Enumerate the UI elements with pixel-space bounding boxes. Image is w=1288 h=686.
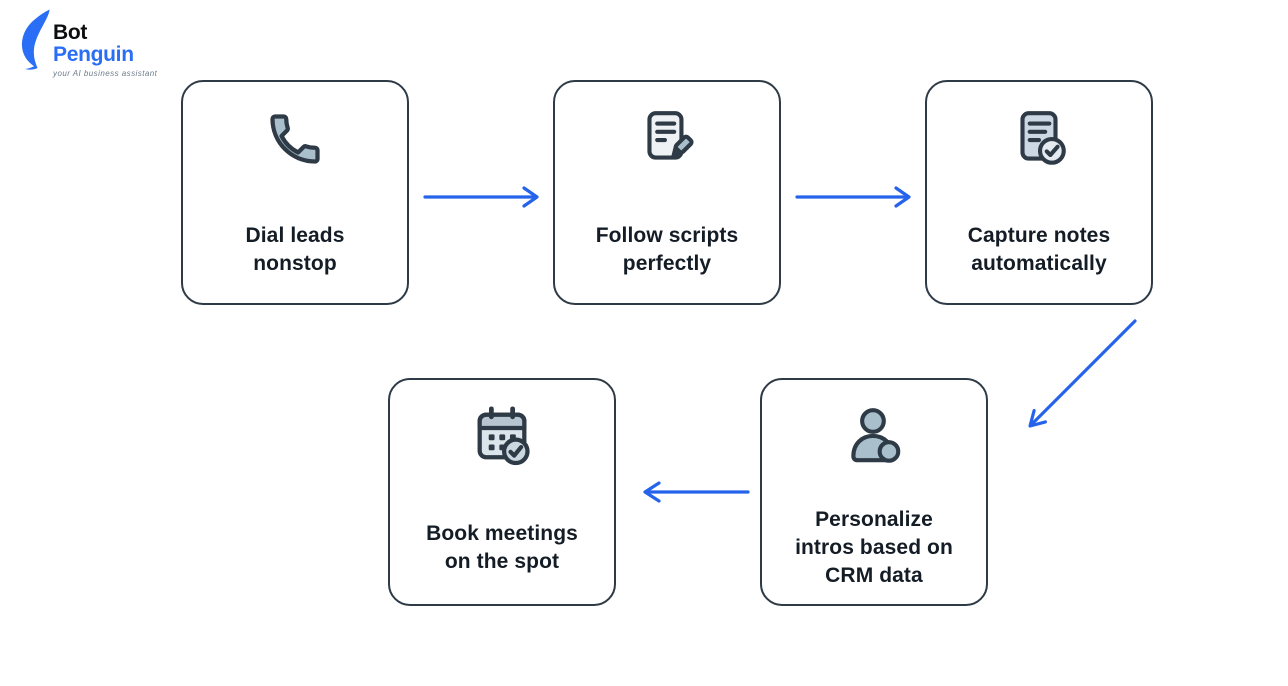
arrow-step1-to-step2 <box>423 186 539 208</box>
step-personalize-intros: Personalize intros based on CRM data <box>760 378 988 606</box>
step-label-wrap: Follow scripts perfectly <box>555 200 779 300</box>
step-capture-notes: Capture notes automatically <box>925 80 1153 305</box>
arrow-step3-to-step4 <box>1028 319 1137 428</box>
step-label: Follow scripts perfectly <box>595 224 739 275</box>
step-label-wrap: Dial leads nonstop <box>183 200 407 300</box>
step-label: Book meetings on the spot <box>426 522 578 573</box>
botpenguin-logo: Bot Penguin your AI business assistant <box>16 9 157 78</box>
person-crm-icon <box>762 394 986 480</box>
step-label: Capture notes automatically <box>967 224 1111 275</box>
arrow-step4-to-step5 <box>643 481 750 503</box>
logo-word-penguin: Penguin <box>53 43 134 66</box>
logo-tagline: your AI business assistant <box>53 69 158 78</box>
arrow-step2-to-step3 <box>795 186 911 208</box>
step-label-wrap: Personalize intros based on CRM data <box>762 498 986 598</box>
step-follow-scripts: Follow scripts perfectly <box>553 80 781 305</box>
notes-check-icon <box>927 96 1151 182</box>
calendar-check-icon <box>390 394 614 480</box>
step-dial-leads: Dial leads nonstop <box>181 80 409 305</box>
logo-word-bot: Bot <box>53 21 88 44</box>
logo-text: Bot Penguin your AI business assistant <box>53 21 158 79</box>
step-label-wrap: Capture notes automatically <box>927 200 1151 300</box>
phone-icon <box>183 96 407 182</box>
step-label: Dial leads nonstop <box>245 224 345 275</box>
penguin-icon <box>21 9 50 70</box>
step-label: Personalize intros based on CRM data <box>795 508 953 587</box>
step-label-wrap: Book meetings on the spot <box>390 498 614 598</box>
script-edit-icon <box>555 96 779 182</box>
step-book-meetings: Book meetings on the spot <box>388 378 616 606</box>
